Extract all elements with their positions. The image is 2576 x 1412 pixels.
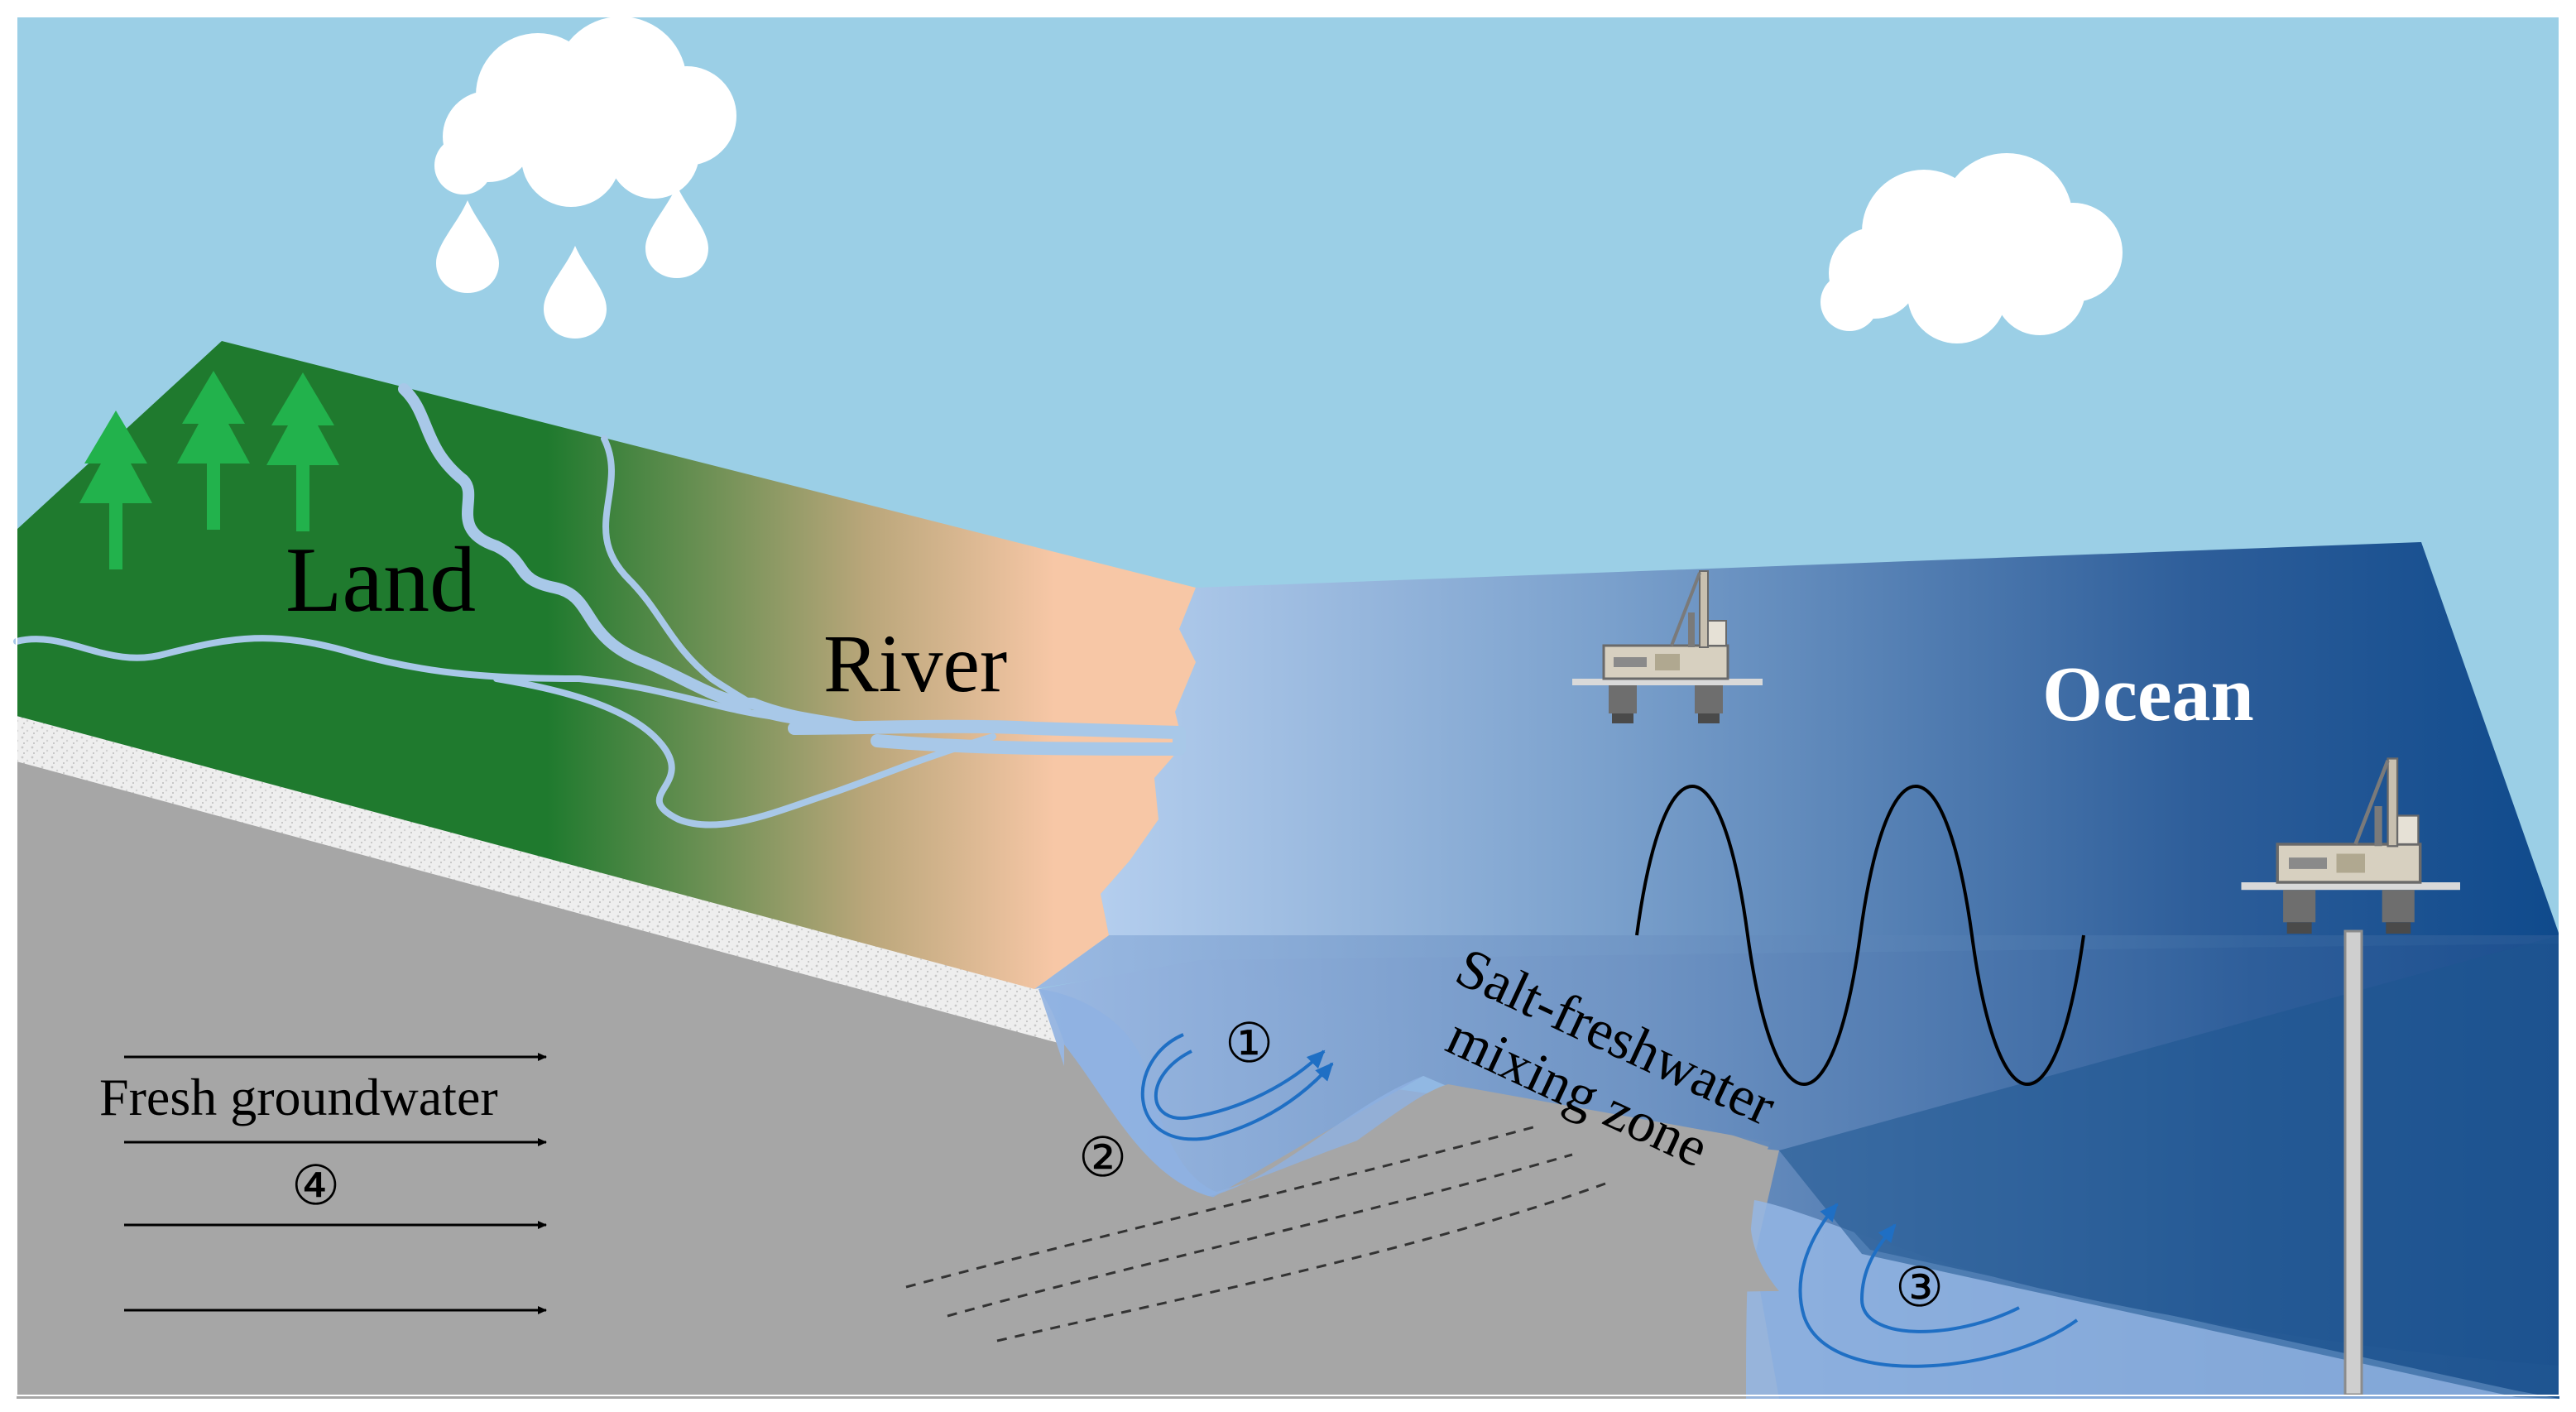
ocean-label: Ocean [2042, 651, 2254, 737]
ocean-deep-band [1779, 935, 2559, 1399]
river-label: River [823, 617, 1007, 709]
ocean-surface [1101, 542, 2559, 935]
tide-wave-icon [1635, 785, 2085, 1086]
gravel-confining-layer [17, 716, 1064, 1045]
marker-1: ① [1225, 1014, 1274, 1074]
marker-2: ② [1078, 1128, 1127, 1189]
groundwater-flow-arrows [124, 1053, 547, 1314]
land-surface [17, 341, 1196, 989]
nearshore-flow-arrows [1140, 1033, 1334, 1141]
diagram-frame [16, 16, 2560, 1396]
platform-pile [2343, 929, 2363, 1396]
fresh-discharge-lens [1039, 989, 1539, 1200]
marker-4: ④ [291, 1156, 340, 1217]
aquifer-dashed-lines [905, 1124, 1606, 1342]
river-network [13, 383, 1186, 828]
land-label: Land [285, 529, 476, 632]
offshore-flow-arrows [1798, 1203, 2079, 1368]
fresh-groundwater-label: Fresh groundwater [99, 1068, 498, 1126]
bedrock-tongue [1064, 1045, 1779, 1328]
marker-3: ③ [1895, 1258, 1944, 1318]
